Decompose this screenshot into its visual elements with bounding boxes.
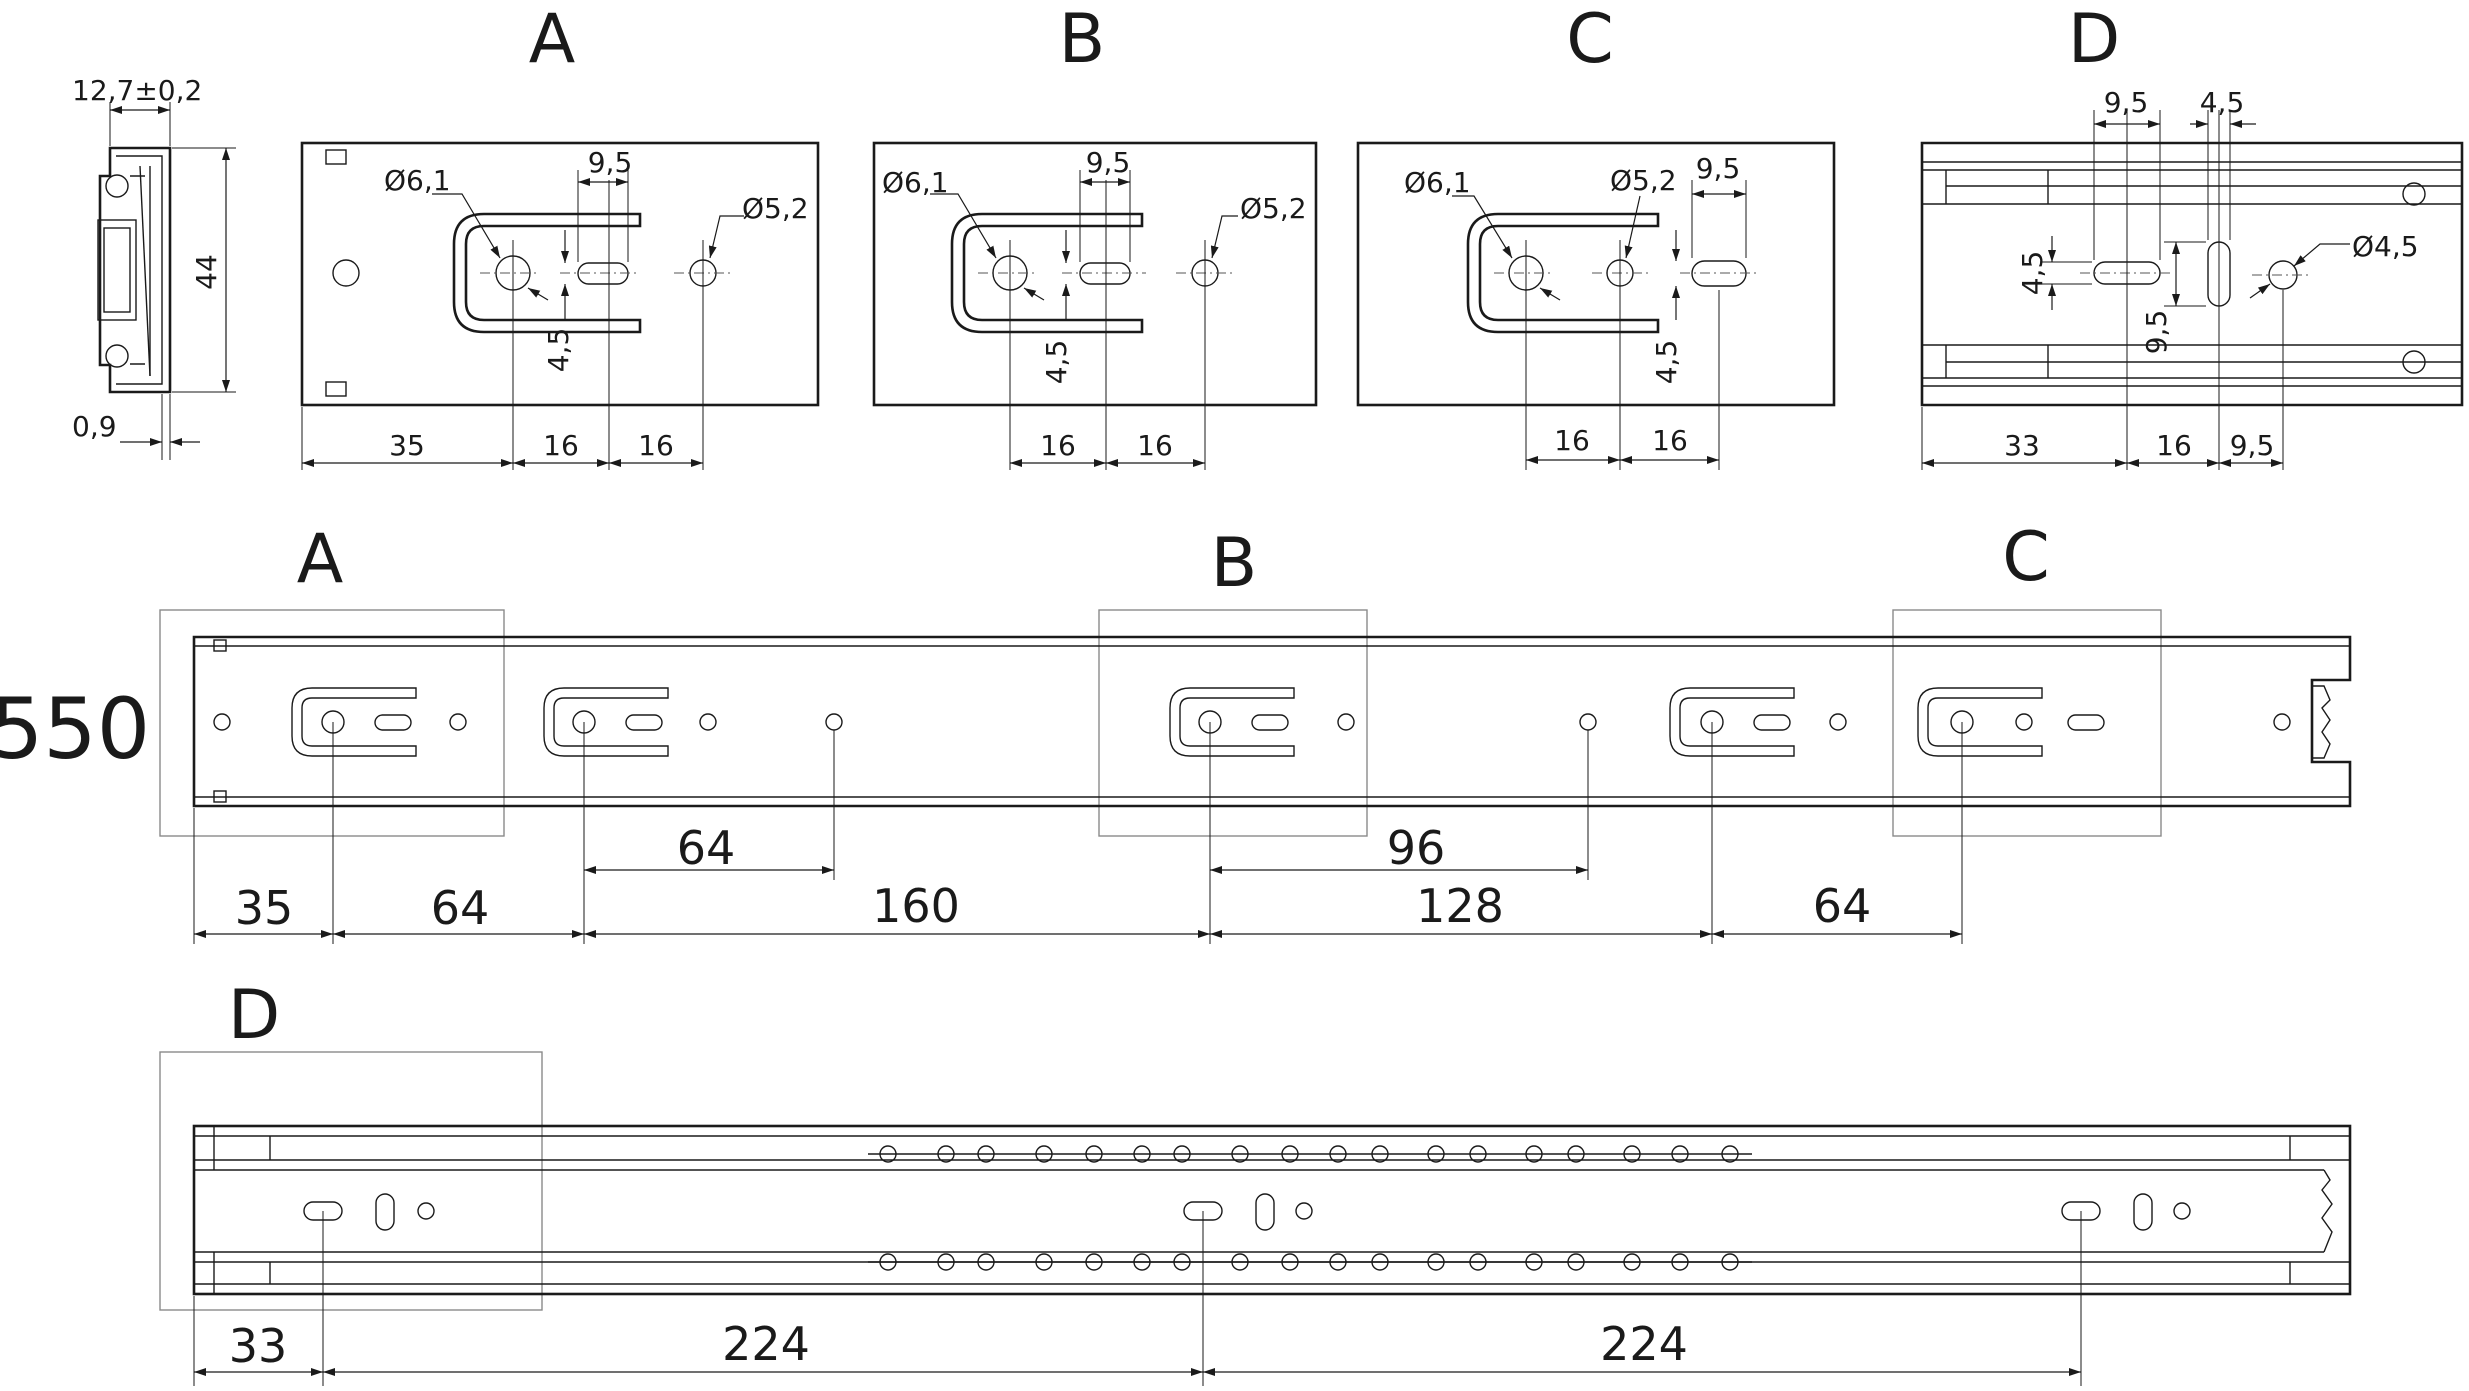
detail-d-slot-length: 9,5 [2140, 310, 2173, 355]
detail-d-slot-gap-top: 4,5 [2200, 86, 2245, 119]
callout-c-label: C [2002, 518, 2049, 597]
detail-d-dim-2: 16 [2156, 429, 2192, 462]
bracket-slot-a1 [291, 687, 417, 757]
detail-d-slot-width-top: 9,5 [2104, 86, 2149, 119]
bracket-slot-b2 [1669, 687, 1795, 757]
outer-rail-view: 550 A B C [0, 518, 2352, 944]
detail-a-title: A [529, 0, 576, 79]
bracket-slot-b1 [1169, 687, 1295, 757]
detail-b-slot-height: 4,5 [1040, 340, 1073, 385]
callout-box-a [159, 609, 505, 837]
rail-upper-dim-1: 64 [677, 821, 736, 875]
callout-box-c [1892, 609, 2162, 837]
callout-box-b [1098, 609, 1368, 837]
inner-dim-1: 33 [229, 1319, 288, 1373]
ball-bearing-row-top [868, 1145, 1752, 1163]
callout-a-label: A [297, 520, 344, 599]
detail-b-dim-1: 16 [1040, 429, 1076, 462]
inner-dim-3: 224 [1600, 1317, 1688, 1371]
inner-dim-2: 224 [722, 1317, 810, 1371]
detail-b-dim-2: 16 [1137, 429, 1173, 462]
rail-lower-dim-4: 128 [1416, 879, 1504, 933]
detail-view-d: D 9,5 4,5 4,5 9,5 [1920, 0, 2464, 470]
detail-b-title: B [1059, 0, 1106, 79]
profile-section-view: 12,7±0,2 44 0,9 [72, 74, 236, 460]
callout-b-label: B [1211, 524, 1258, 603]
detail-b-small-hole-label: Ø5,2 [1240, 192, 1307, 225]
mounting-holes-group-2 [1183, 1193, 1313, 1231]
detail-c-dim-2: 16 [1652, 424, 1688, 457]
inner-rail-view: D [159, 976, 2352, 1386]
detail-a-dim-3: 16 [638, 429, 674, 462]
detail-d-dim-1: 33 [2004, 429, 2040, 462]
detail-d-slot-height: 4,5 [2016, 251, 2049, 296]
detail-d-hole-label: Ø4,5 [2352, 230, 2419, 263]
detail-a-slot-height: 4,5 [542, 328, 575, 373]
detail-view-b: B 9,5 4,5 Ø6,1 Ø5,2 16 16 [872, 0, 1318, 470]
detail-view-c: C 9,5 4,5 Ø6,1 Ø5,2 16 16 [1356, 0, 1836, 470]
bracket-slot-c1 [1917, 687, 2105, 757]
detail-a-slot-width: 9,5 [588, 146, 633, 179]
profile-width-label: 12,7±0,2 [72, 74, 202, 107]
profile-height-label: 44 [190, 254, 223, 290]
ball-bearing-row-bottom [868, 1253, 1752, 1271]
detail-a-dim-1: 35 [389, 429, 425, 462]
detail-c-slot-height: 4,5 [1650, 340, 1683, 385]
detail-c-slot-width: 9,5 [1696, 152, 1741, 185]
bracket-slot-a2 [543, 687, 669, 757]
rail-lower-dim-2: 64 [431, 881, 490, 935]
detail-d-dim-3: 9,5 [2230, 429, 2275, 462]
detail-a-dim-2: 16 [543, 429, 579, 462]
callout-d-label: D [228, 976, 280, 1055]
detail-a-large-hole-label: Ø6,1 [384, 164, 451, 197]
rail-lower-dim-1: 35 [235, 881, 294, 935]
detail-b-large-hole-label: Ø6,1 [882, 166, 949, 199]
detail-a-small-hole-label: Ø5,2 [742, 192, 809, 225]
detail-c-title: C [1566, 0, 1613, 79]
rail-length-label: 550 [0, 680, 150, 778]
detail-view-a: A 9,5 4,5 Ø6,1 Ø5,2 35 16 16 [300, 0, 820, 470]
detail-c-small-hole-label: Ø5,2 [1610, 164, 1677, 197]
rail-lower-dim-3: 160 [872, 879, 960, 933]
detail-d-title: D [2068, 0, 2120, 79]
detail-c-large-hole-label: Ø6,1 [1404, 166, 1471, 199]
rail-lower-dim-5: 64 [1813, 879, 1872, 933]
profile-thickness-label: 0,9 [72, 410, 117, 443]
detail-c-dim-1: 16 [1554, 424, 1590, 457]
rail-upper-dim-2: 96 [1387, 821, 1446, 875]
detail-b-slot-width: 9,5 [1086, 146, 1131, 179]
callout-box-d [159, 1051, 543, 1311]
